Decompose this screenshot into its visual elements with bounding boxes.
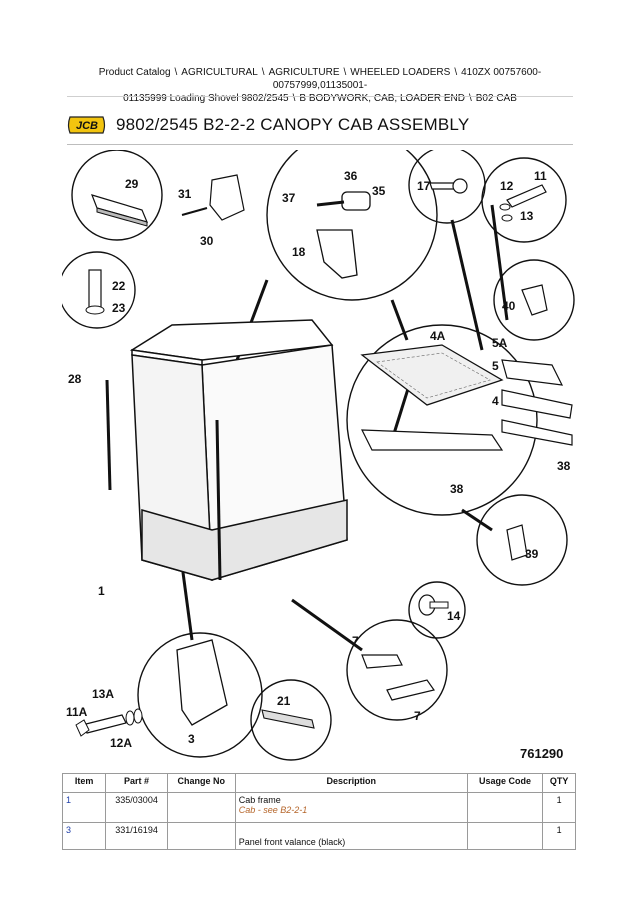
- callout-5a: 5A: [492, 336, 508, 350]
- callout-39: 39: [525, 547, 539, 561]
- callout-12a: 12A: [110, 736, 132, 750]
- detail-circle-strip-21: [250, 679, 332, 761]
- detail-circle-bolt-14: [408, 581, 466, 639]
- callout-3: 3: [188, 732, 195, 746]
- callout-23: 23: [112, 301, 126, 315]
- detail-circle-bolt-washer: [481, 157, 567, 243]
- quantity: 1: [542, 792, 576, 823]
- title-row: JCB 9802/2545 B2-2-2 CANOPY CAB ASSEMBLY: [67, 112, 469, 138]
- breadcrumb-link-model-cont[interactable]: 01135999 Loading Shovel 9802/2545: [123, 93, 289, 104]
- header-change-no: Change No: [166, 773, 236, 793]
- quantity: 1: [542, 822, 576, 850]
- callout-38-bottom: 38: [450, 482, 464, 496]
- breadcrumb-line-1: Product Catalog\AGRICULTURAL\AGRICULTURE…: [70, 66, 570, 92]
- callout-22: 22: [112, 279, 126, 293]
- part-number: 335/03004: [105, 792, 168, 823]
- header-description: Description: [234, 773, 468, 793]
- jcb-logo: JCB: [67, 116, 106, 134]
- callout-12: 12: [500, 179, 514, 193]
- change-no: [166, 792, 236, 823]
- breadcrumb-link-agriculture[interactable]: AGRICULTURE: [268, 67, 340, 78]
- breadcrumb-separator: \: [261, 67, 265, 78]
- logo-text: JCB: [76, 120, 98, 132]
- header-part-number: Part #: [105, 773, 168, 793]
- detail-circle-roof-panel: [346, 324, 538, 516]
- description-text: Cab frame: [238, 795, 281, 805]
- callout-5: 5: [492, 359, 499, 373]
- change-no: [166, 822, 236, 850]
- detail-circle-bracket-39: [476, 494, 568, 586]
- description: Cab frame Cab - see B2-2-1: [234, 792, 468, 823]
- callout-37: 37: [282, 191, 296, 205]
- description-reference-link[interactable]: Cab - see B2-2-1: [238, 805, 308, 815]
- callout-40: 40: [502, 299, 516, 313]
- breadcrumb-link-model[interactable]: 410ZX 00757600-00757999,01135001-: [272, 67, 542, 91]
- callout-4: 4: [492, 394, 499, 408]
- parts-table-header: Item Part # Change No Description Usage …: [61, 773, 576, 793]
- callout-11a: 11A: [66, 705, 88, 719]
- callout-18: 18: [292, 245, 306, 259]
- detail-circle-trim-7: [346, 619, 448, 721]
- callout-11: 11: [534, 169, 547, 183]
- item-number-link[interactable]: 1: [61, 792, 107, 823]
- detail-circle-bolt-bracket: [266, 150, 438, 301]
- breadcrumb: Product Catalog\AGRICULTURAL\AGRICULTURE…: [70, 66, 570, 105]
- callout-38-right: 38: [557, 459, 571, 473]
- callout-21: 21: [277, 694, 291, 708]
- breadcrumb-link-cab[interactable]: B02 CAB: [475, 93, 517, 104]
- table-row: 3 331/16194 Panel front valance (black) …: [61, 822, 576, 850]
- parts-table: Item Part # Change No Description Usage …: [61, 773, 576, 850]
- detail-circle-bolt-22: [62, 251, 136, 329]
- breadcrumb-link-bodywork[interactable]: B BODYWORK, CAB, LOADER END: [299, 93, 465, 104]
- breadcrumb-link-wheeled-loaders[interactable]: WHEELED LOADERS: [350, 67, 451, 78]
- breadcrumb-separator: \: [454, 67, 458, 78]
- breadcrumb-separator: \: [468, 93, 472, 104]
- breadcrumb-separator: \: [292, 93, 296, 104]
- table-row: 1 335/03004 Cab frame Cab - see B2-2-1 1: [61, 792, 576, 823]
- usage-code: [466, 822, 544, 850]
- callout-36: 36: [344, 169, 358, 183]
- callout-31: 31: [178, 187, 192, 201]
- detail-circle-strip: [71, 150, 163, 241]
- header-divider: [67, 96, 573, 97]
- breadcrumb-line-2: 01135999 Loading Shovel 9802/2545\B BODY…: [70, 92, 570, 105]
- item-number-link[interactable]: 3: [61, 822, 107, 850]
- figure-number: 761290: [520, 746, 563, 761]
- header-usage-code: Usage Code: [466, 773, 544, 793]
- description-text: Panel front valance (black): [238, 837, 346, 847]
- description: Panel front valance (black): [234, 822, 468, 850]
- callout-7-bottom: 7: [414, 709, 421, 723]
- callout-1: 1: [98, 584, 105, 598]
- callout-30: 30: [200, 234, 214, 248]
- detail-circle-valance: [137, 632, 263, 758]
- callout-7-top: 7: [352, 634, 359, 648]
- callout-13a: 13A: [92, 687, 114, 701]
- callout-13: 13: [520, 209, 534, 223]
- callout-4a: 4A: [430, 329, 446, 343]
- breadcrumb-separator: \: [174, 67, 178, 78]
- breadcrumb-separator: \: [343, 67, 347, 78]
- part-number: 331/16194: [105, 822, 168, 850]
- title-divider: [67, 144, 573, 145]
- callout-14: 14: [447, 609, 461, 623]
- callout-29: 29: [125, 177, 139, 191]
- usage-code: [466, 792, 544, 823]
- breadcrumb-link-agricultural[interactable]: AGRICULTURAL: [181, 67, 258, 78]
- header-item: Item: [61, 773, 107, 793]
- page-title: 9802/2545 B2-2-2 CANOPY CAB ASSEMBLY: [116, 115, 470, 134]
- header-qty: QTY: [542, 773, 576, 793]
- exploded-parts-diagram: 29 31 30 36 37 35 18 17 11 12 13 22 23 4…: [62, 150, 575, 761]
- callout-28: 28: [68, 372, 82, 386]
- callout-35: 35: [372, 184, 386, 198]
- callout-17: 17: [417, 179, 431, 193]
- detail-circle-bracket-40: [493, 259, 575, 341]
- breadcrumb-link-catalog[interactable]: Product Catalog: [98, 67, 171, 78]
